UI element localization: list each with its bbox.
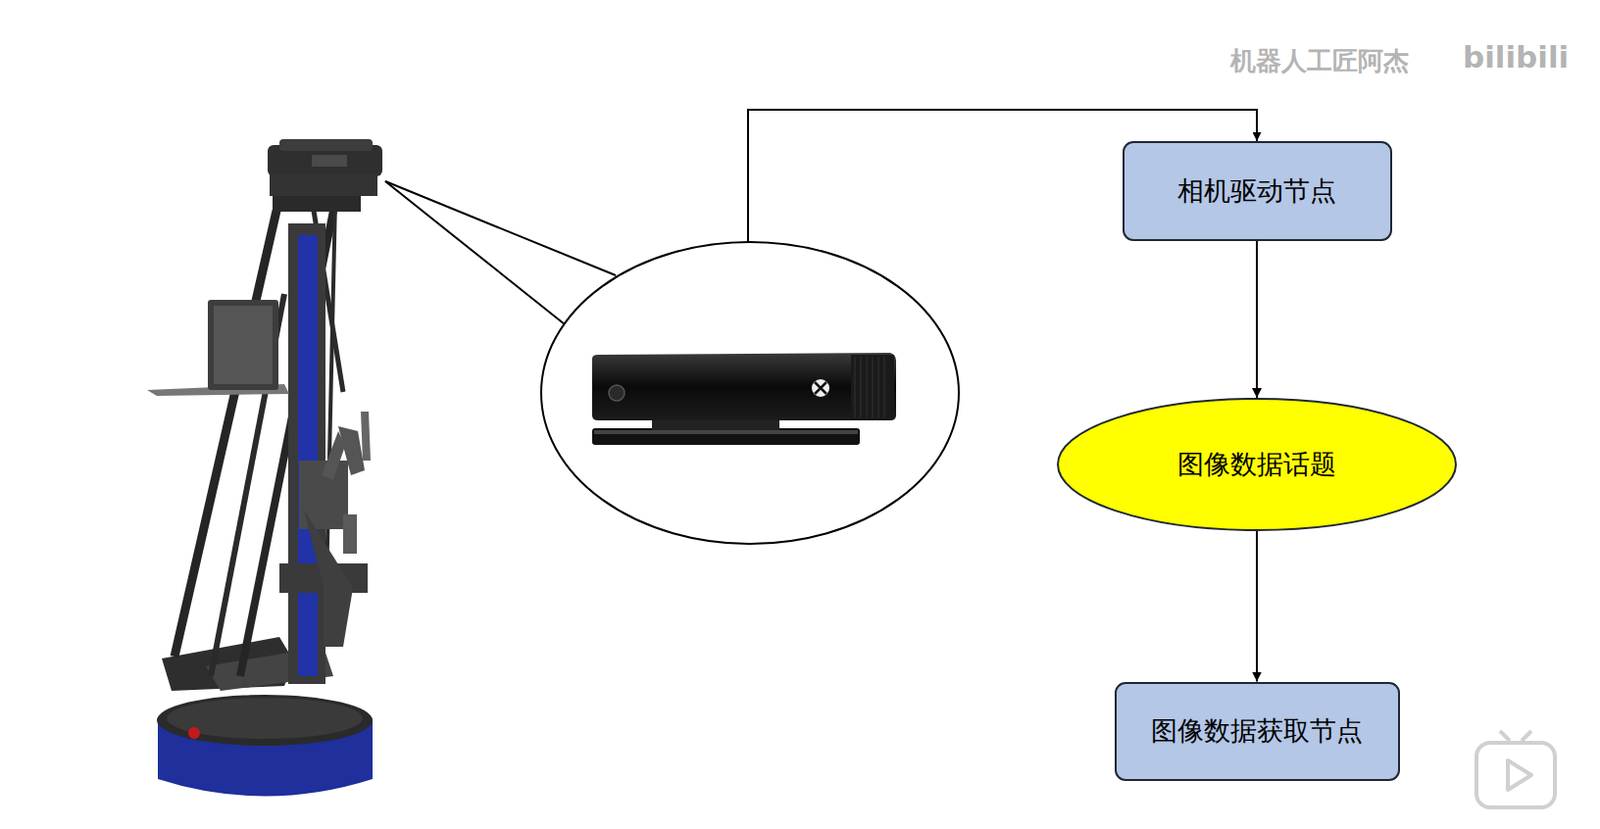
flow-arrow [1255,531,1258,683]
leader-line [385,181,616,276]
player-icon [1476,731,1555,808]
callout-ellipse [541,242,959,545]
node-label: 图像数据获取节点 [1150,713,1363,750]
node-label: 图像数据话题 [1177,447,1337,483]
process-box: 图像数据获取节点 [1114,682,1400,782]
robot-illustration [147,139,383,798]
flow-arrow [1255,241,1258,399]
kinect-camera [592,352,897,446]
node-label: 相机驱动节点 [1177,173,1337,209]
topic-ellipse: 图像数据话题 [1056,398,1457,532]
process-box: 相机驱动节点 [1122,141,1393,242]
watermark-logo: bilibili [1462,39,1569,75]
leader-line [385,181,565,325]
watermark-author: 机器人工匠阿杰 [1230,44,1409,79]
